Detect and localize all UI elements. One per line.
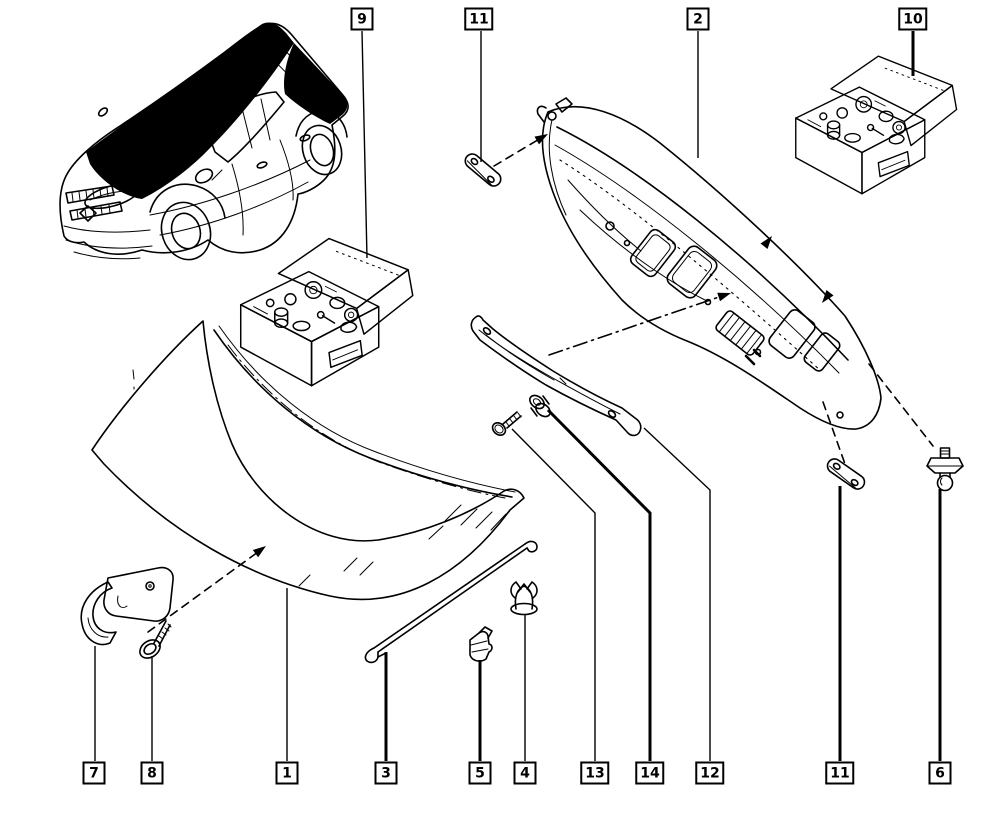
hinge-detail bbox=[536, 97, 573, 123]
callout-5[interactable]: 5 bbox=[468, 761, 492, 785]
door-seams bbox=[231, 139, 294, 236]
rear-wheel-hub bbox=[309, 133, 335, 167]
strip-fold-line-2 bbox=[485, 334, 555, 381]
grille-lower bbox=[69, 201, 123, 221]
front-wheel bbox=[160, 201, 212, 261]
clip-4-drawing bbox=[510, 581, 538, 616]
cowl-beam-shading bbox=[559, 159, 822, 372]
roof-side-band bbox=[284, 43, 348, 124]
bolt-8-drawing bbox=[139, 620, 172, 659]
vent-grille bbox=[715, 310, 765, 356]
bolt-13-drawing bbox=[491, 411, 522, 436]
callout-13[interactable]: 13 bbox=[580, 761, 610, 785]
opening-2 bbox=[666, 245, 718, 299]
callout-11-bottom[interactable]: 11 bbox=[825, 761, 855, 785]
assembly-arrows bbox=[147, 130, 934, 633]
hood-outline bbox=[91, 320, 525, 601]
grille-upper bbox=[65, 185, 115, 204]
opening-3 bbox=[768, 309, 816, 359]
opening-4 bbox=[803, 332, 841, 372]
ball-stud-drawing bbox=[926, 447, 964, 492]
door-mirror bbox=[194, 168, 214, 184]
windshield-glass bbox=[86, 22, 294, 200]
rear-wheel bbox=[301, 124, 343, 176]
sealing-strip-drawing bbox=[470, 315, 642, 437]
callout-6[interactable]: 6 bbox=[928, 761, 952, 785]
callout-14[interactable]: 14 bbox=[635, 761, 665, 785]
front-wheel-hub bbox=[170, 212, 202, 250]
leader-line-14 bbox=[546, 408, 652, 761]
bracket-plate bbox=[103, 566, 174, 622]
strip-outline bbox=[470, 315, 642, 437]
vehicle-illustration bbox=[59, 22, 349, 261]
bracket-to-hood-dashed-arrow bbox=[147, 551, 259, 633]
leader-line-12 bbox=[643, 427, 711, 761]
b-pillar bbox=[241, 98, 271, 149]
scuttle-left-edge bbox=[548, 119, 567, 216]
scuttle-to-ballstud-dashed bbox=[868, 363, 934, 447]
callout-7[interactable]: 7 bbox=[82, 761, 106, 785]
roof-antenna bbox=[97, 107, 109, 117]
prop-rod-drawing bbox=[364, 540, 538, 664]
hood-stop-bracket-drawing bbox=[80, 566, 174, 646]
callout-8[interactable]: 8 bbox=[140, 761, 164, 785]
callout-1[interactable]: 1 bbox=[275, 761, 299, 785]
opening-2-inner bbox=[671, 250, 713, 294]
hood-hatching bbox=[298, 504, 507, 587]
callout-2[interactable]: 2 bbox=[686, 7, 710, 31]
door-handle bbox=[256, 161, 268, 169]
rear-wheel-arch bbox=[295, 110, 348, 138]
clip-5-drawing bbox=[469, 626, 493, 662]
side-crease bbox=[149, 159, 311, 236]
callout-3[interactable]: 3 bbox=[374, 761, 398, 785]
callout-10[interactable]: 10 bbox=[898, 7, 928, 31]
cowl-trim-dashdot bbox=[227, 344, 506, 499]
strip-to-scuttle-dashdot-arrow bbox=[548, 295, 723, 356]
bumper-lines bbox=[63, 225, 153, 260]
scuttle-ridge-2 bbox=[567, 179, 642, 252]
front-wheel-arch bbox=[149, 183, 226, 219]
callout-9[interactable]: 9 bbox=[350, 7, 374, 31]
spacer-sleeve-14-drawing bbox=[529, 394, 551, 418]
bracket-hook bbox=[80, 581, 117, 646]
callout-12[interactable]: 12 bbox=[695, 761, 725, 785]
vehicle-body-outline bbox=[59, 22, 349, 255]
renault-diamond-logo bbox=[79, 205, 97, 222]
cowl-beam-line-2 bbox=[554, 144, 840, 374]
roof-rails bbox=[251, 29, 339, 116]
plate11-to-scuttle-dashed-arrow bbox=[493, 137, 542, 167]
leader-line-9 bbox=[361, 30, 368, 259]
opening-1 bbox=[629, 228, 677, 278]
cowl-trim-line-2 bbox=[218, 325, 516, 493]
callout-11-top[interactable]: 11 bbox=[464, 7, 494, 31]
scuttle-outline bbox=[541, 105, 882, 430]
side-glass bbox=[208, 91, 285, 163]
callout-4[interactable]: 4 bbox=[513, 761, 537, 785]
scuttle-to-plate11-dashed bbox=[822, 401, 846, 465]
leader-line-13 bbox=[511, 428, 596, 761]
hood-panel-drawing bbox=[91, 320, 525, 601]
scuttle-panel-drawing bbox=[536, 97, 882, 430]
opening-1-inner bbox=[635, 234, 671, 272]
